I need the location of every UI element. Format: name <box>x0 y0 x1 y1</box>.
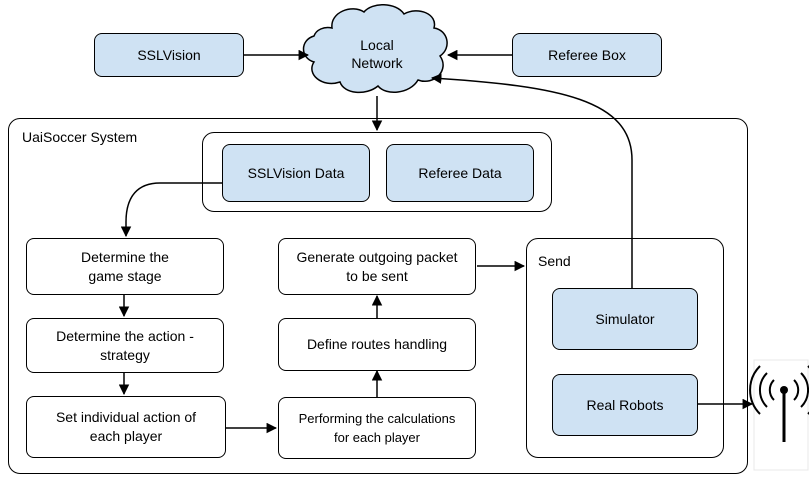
sslvision-data-label: SSLVision Data <box>247 164 345 181</box>
send-group <box>526 238 724 458</box>
determine-game-stage-line1: Determine the <box>81 248 169 265</box>
set-individual-action: Set individual action of each player <box>26 396 226 458</box>
uaisoccer-system <box>8 118 748 474</box>
determine-game-stage: Determine the game stage <box>26 238 224 295</box>
simulator: Simulator <box>552 288 698 350</box>
sslvision-data: SSLVision Data <box>222 144 370 202</box>
generate-outgoing-packet: Generate outgoing packet to be sent <box>278 238 476 295</box>
send-title: Send <box>538 253 571 269</box>
real-robots-label: Real Robots <box>586 396 664 413</box>
generate-outgoing-packet-line1: Generate outgoing packet <box>296 248 458 265</box>
determine-action-line2: strategy <box>100 346 150 363</box>
set-individual-action-line2: each player <box>89 428 163 444</box>
radio-antenna-icon <box>749 359 809 471</box>
sslvision-source: SSLVision <box>94 33 244 77</box>
referee-data-label: Referee Data <box>418 164 502 181</box>
real-robots: Real Robots <box>552 374 698 436</box>
referee-box-source: Referee Box <box>512 33 662 77</box>
uaisoccer-system-title: UaiSoccer System <box>22 129 138 145</box>
arrow-simulator-to-network <box>430 73 633 288</box>
define-routes-handling: Define routes handling <box>278 318 476 371</box>
determine-action-line1: Determine the action - <box>56 327 194 344</box>
network-label-line2: Network <box>351 55 403 71</box>
define-routes-handling-label: Define routes handling <box>306 336 448 352</box>
arrow-data-to-stage <box>120 182 222 238</box>
input-data-group <box>202 132 552 212</box>
generate-outgoing-packet-line2: to be sent <box>346 267 408 284</box>
sslvision-source-label: SSLVision <box>137 46 201 63</box>
determine-game-stage-line2: game stage <box>88 267 162 284</box>
simulator-label: Simulator <box>595 310 655 327</box>
performing-calculations-line1: Performing the calculations <box>298 411 456 426</box>
determine-action-strategy: Determine the action - strategy <box>26 318 224 373</box>
referee-data: Referee Data <box>386 144 534 202</box>
set-individual-action-line1: Set individual action of <box>55 409 197 425</box>
performing-calculations: Performing the calculations for each pla… <box>278 397 476 459</box>
performing-calculations-line2: for each player <box>334 430 420 445</box>
network-label: Local Network <box>330 36 424 72</box>
network-label-line1: Local <box>360 37 394 53</box>
referee-box-source-label: Referee Box <box>548 46 626 63</box>
